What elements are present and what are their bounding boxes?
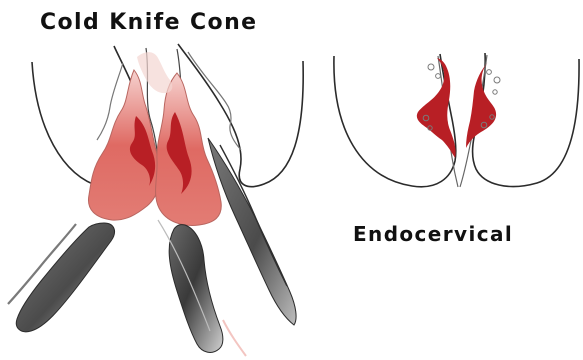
cold-knife-cone-diagram: [32, 44, 303, 225]
right-instrument: [208, 138, 296, 325]
endocervical-title: Endocervical: [353, 222, 513, 246]
cone-top-spray: [137, 52, 172, 93]
right-cervix-outline: [334, 53, 579, 187]
endocervical-right-red: [466, 62, 496, 148]
cone-bottom-fade: [223, 320, 246, 356]
center-instrument: [169, 225, 223, 353]
endocervical-diagram: [334, 53, 579, 187]
cold-knife-cone-title: Cold Knife Cone: [40, 10, 257, 35]
